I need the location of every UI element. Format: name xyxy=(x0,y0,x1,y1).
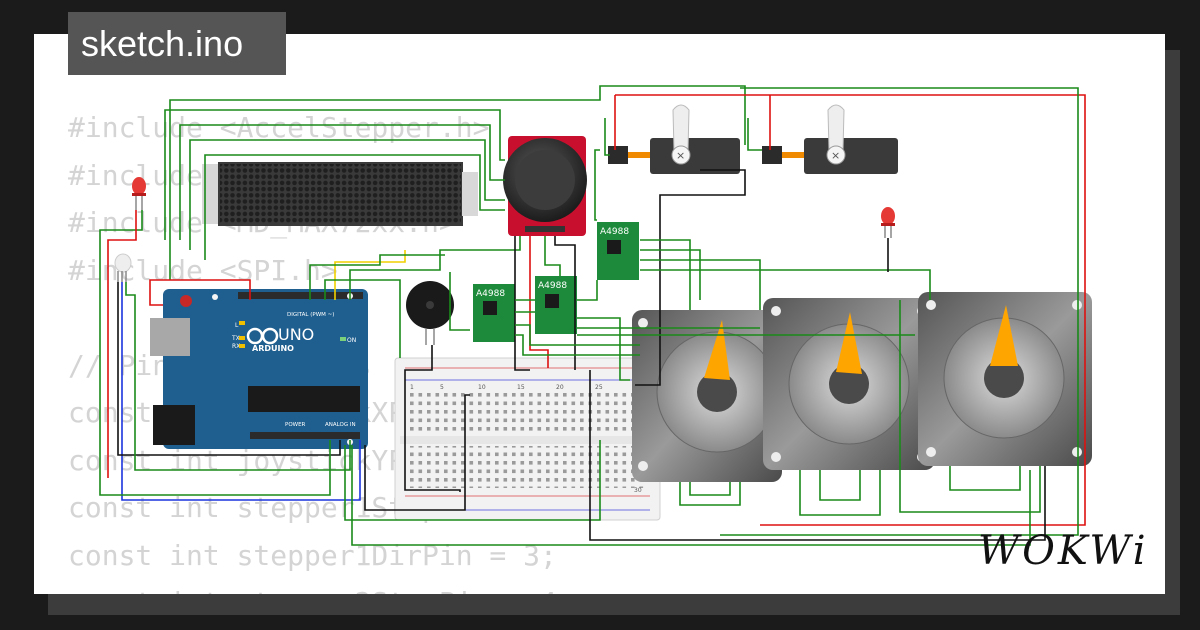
stepper-driver-3: A4988 xyxy=(597,222,639,280)
driver-label: A4988 xyxy=(538,281,567,291)
column-number: 20 xyxy=(556,384,564,391)
buzzer xyxy=(406,281,454,345)
led-matrix-display xyxy=(202,162,478,226)
code-line: #include <SPI.h> xyxy=(68,253,338,287)
red-led-left xyxy=(132,177,146,210)
joystick-module xyxy=(503,136,587,236)
column-number: 15 xyxy=(517,384,525,391)
wiring xyxy=(99,85,1086,546)
power-header-label: POWER xyxy=(285,422,306,428)
reset-button-icon xyxy=(180,295,192,307)
column-number: 5 xyxy=(440,384,444,391)
column-number: 1 xyxy=(410,384,414,391)
svg-text:×: × xyxy=(831,149,840,162)
on-label: ON xyxy=(347,337,356,344)
tx-label: TX xyxy=(231,335,240,342)
brand-label: ARDUINO xyxy=(252,344,294,353)
arduino-uno-board: UNO ARDUINO DIGITAL (PWM ~) POWER ANALOG… xyxy=(150,289,368,449)
stepper-driver-2: A4988 xyxy=(535,276,577,334)
power-jack xyxy=(153,405,195,445)
column-number: 10 xyxy=(478,384,486,391)
servo-1: × xyxy=(608,104,740,174)
servo-2: × xyxy=(762,104,898,174)
usb-port xyxy=(150,318,190,356)
red-led-right xyxy=(881,207,895,238)
breadboard: 1 5 10 15 20 25 30 xyxy=(394,357,661,521)
code-line: const int stepper1DirPin = 3; xyxy=(68,538,557,572)
stepper-driver-1: A4988 xyxy=(473,284,515,342)
column-number: 25 xyxy=(595,384,603,391)
column-number: 30 xyxy=(634,487,642,494)
rx-label: RX xyxy=(232,343,240,350)
atmega-chip xyxy=(248,386,360,412)
wokwi-logo: WOKWi xyxy=(978,528,1149,574)
code-line: const int stepper2StepPin = 4; xyxy=(68,586,574,594)
stepper-motor-1 xyxy=(632,310,782,482)
analog-header-label: ANALOG IN xyxy=(325,422,356,428)
svg-text:×: × xyxy=(676,149,685,162)
driver-label: A4988 xyxy=(600,227,629,237)
file-tab[interactable]: sketch.ino xyxy=(68,12,286,75)
l-label: L xyxy=(235,322,239,329)
board-model-label: UNO xyxy=(278,325,314,344)
stepper-motor-2 xyxy=(763,298,935,470)
digital-header-label: DIGITAL (PWM ~) xyxy=(287,312,334,318)
rgb-led xyxy=(114,253,132,282)
driver-label: A4988 xyxy=(476,289,505,299)
stepper-motor-3 xyxy=(918,292,1092,466)
